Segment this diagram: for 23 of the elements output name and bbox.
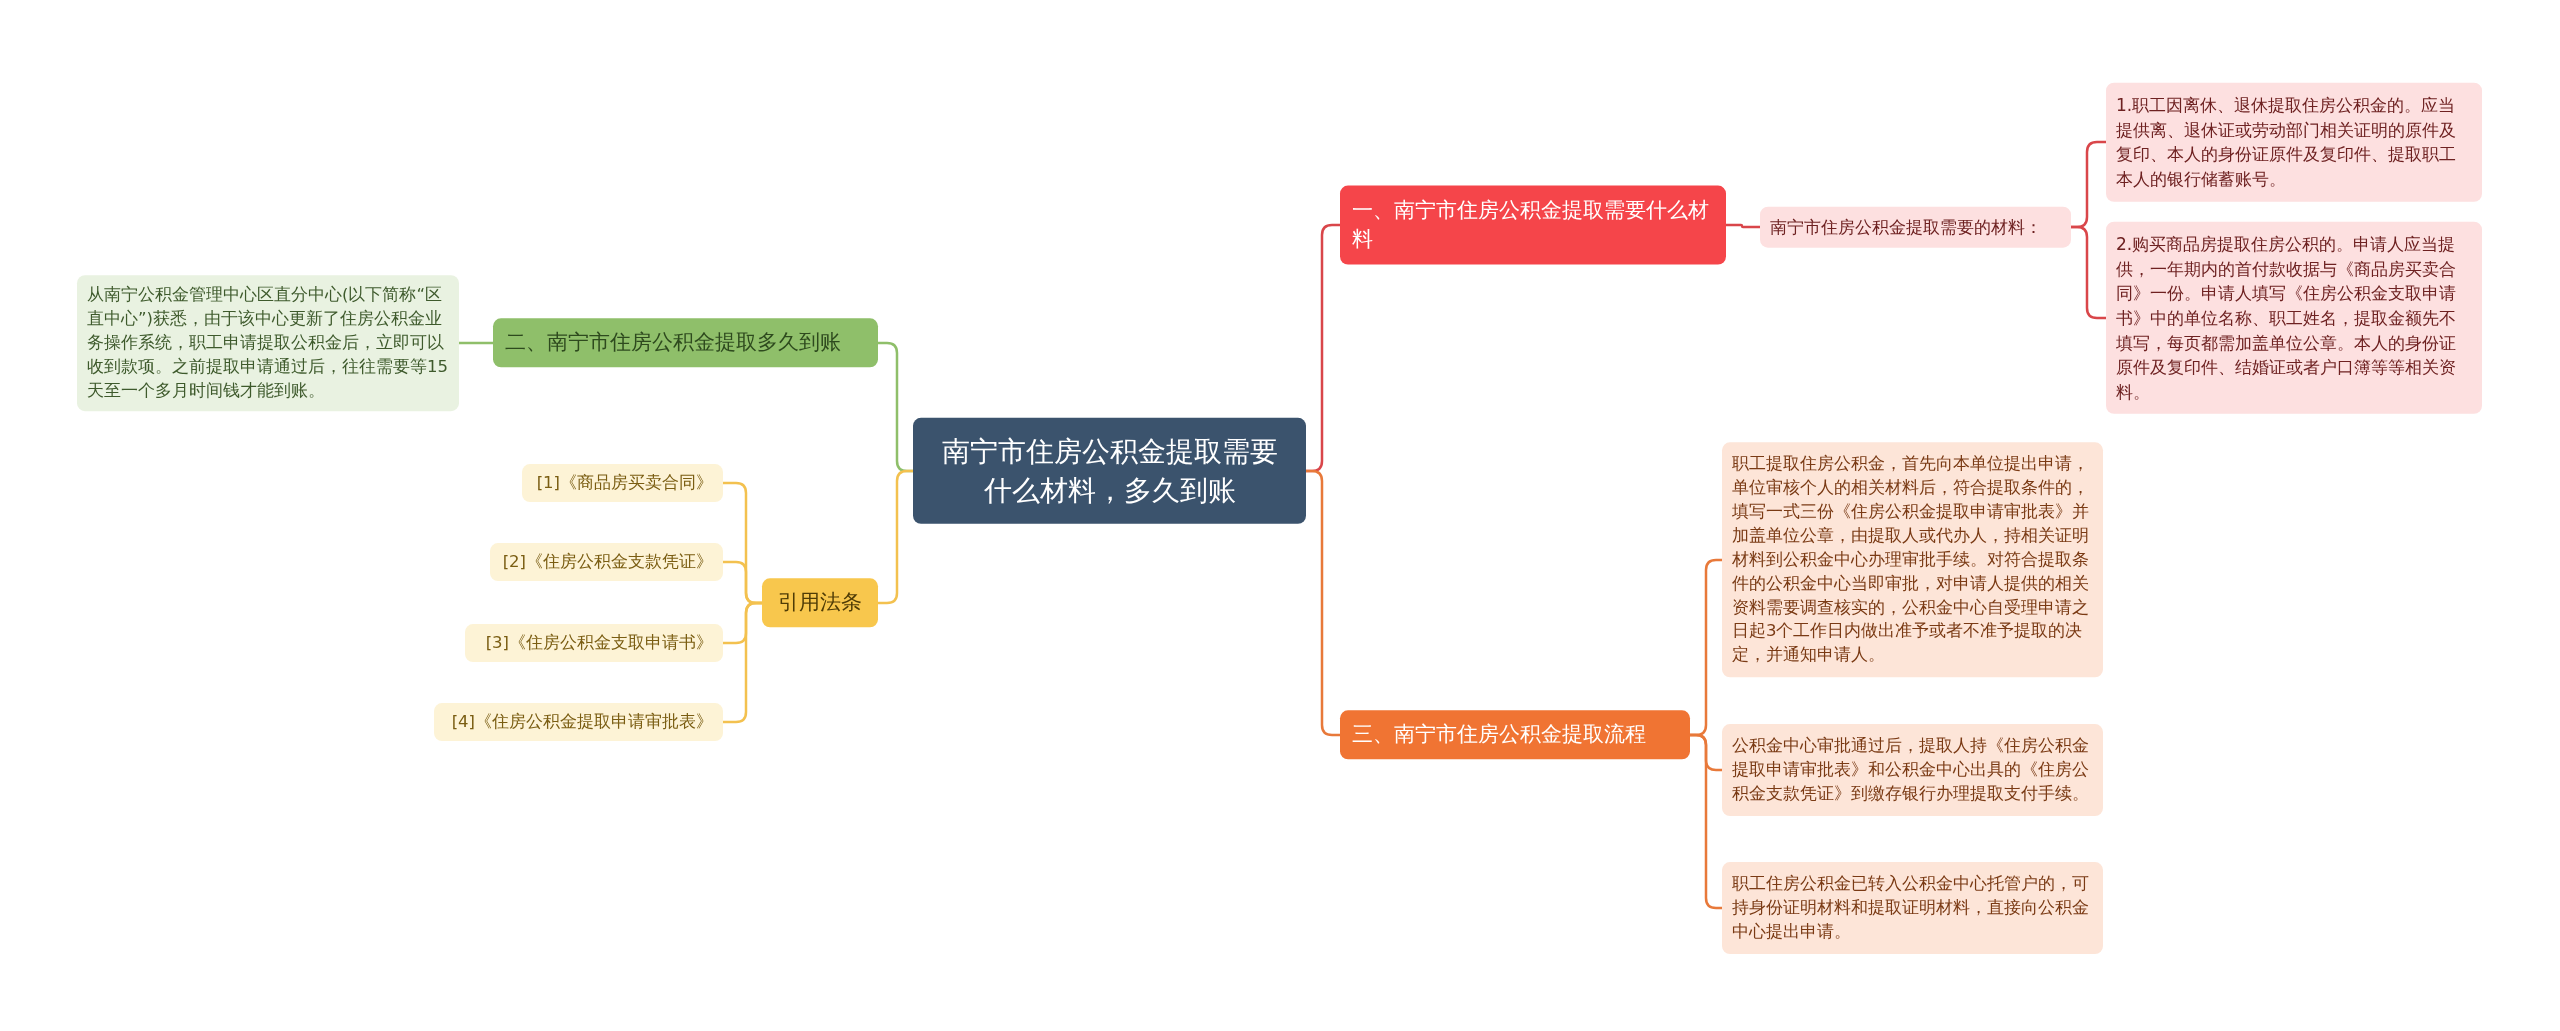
connector-line xyxy=(1306,469,1340,737)
branch-topic: 三、南宁市住房公积金提取流程 xyxy=(1340,710,1690,760)
subtopic: 南宁市住房公积金提取需要的材料： xyxy=(1760,206,2071,248)
note-card: 2.购买商品房提取住房公积的。申请人应当提供，一年期内的首付款收据与《商品房买卖合同》一份。申请人填写《住房公积金支取申请书》中的单位名称、职工姓名，提取金额先不填写，每页都需加盖单位公章。本人的身份证原件及复印件、结婚证或者户口簿等等相关资料。 xyxy=(2106,221,2482,415)
central-topic: 南宁市住房公积金提取需要什么材料，多久到账 xyxy=(913,417,1306,525)
connector-line xyxy=(878,469,913,605)
connector-line xyxy=(2071,225,2106,320)
reference-item: [4]《住房公积金提取申请审批表》 xyxy=(434,703,723,741)
note-card: 1.职工因离休、退休提取住房公积金的。应当提供离、退休证或劳动部门相关证明的原件及复印、本人的身份证原件及复印件、提取职工本人的银行储蓄账号。 xyxy=(2106,82,2482,202)
note-card: 职工提取住房公积金，首先向本单位提出申请，单位审核个人的相关材料后，符合提取条件的，填写一式三份《住房公积金提取申请审批表》并加盖单位公章，由提取人或代办人，持相关证明材料到公积金中心办理审批手续。对符合提取条件的公积金中心当即审批，对申请人提供的相关资料需要调查核实的，公积金中心自受理申请之日起3个工作日内做出准予或者不准予提取的决定，并通知申请人。 xyxy=(1722,442,2103,678)
branch-topic: 引用法条 xyxy=(762,578,878,628)
branch-topic: 一、南宁市住房公积金提取需要什么材料 xyxy=(1340,185,1726,265)
reference-item: [3]《住房公积金支取申请书》 xyxy=(465,624,723,662)
connector-line xyxy=(459,341,493,345)
note-card: 公积金中心审批通过后，提取人持《住房公积金提取申请审批表》和公积金中心出具的《住房公积金支款凭证》到缴存银行办理提取支付手续。 xyxy=(1722,724,2103,816)
branch-topic: 二、南宁市住房公积金提取多久到账 xyxy=(493,318,878,368)
note-card: 从南宁公积金管理中心区直分中心(以下简称“区直中心”)获悉，由于该中心更新了住房公积金业务操作系统，职工申请提取公积金后，立即可以收到款项。之前提取申请通过后，往往需要等15天至一个多月时间钱才能到账。 xyxy=(77,275,459,411)
note-card: 职工住房公积金已转入公积金中心托管户的，可持身份证明材料和提取证明材料，直接向公积金中心提出申请。 xyxy=(1722,862,2103,954)
connector-line xyxy=(1726,223,1760,229)
connector-line xyxy=(723,601,762,724)
reference-item: [2]《住房公积金支款凭证》 xyxy=(490,543,723,581)
connector-line xyxy=(1690,733,1722,910)
reference-item: [1]《商品房买卖合同》 xyxy=(522,464,723,502)
